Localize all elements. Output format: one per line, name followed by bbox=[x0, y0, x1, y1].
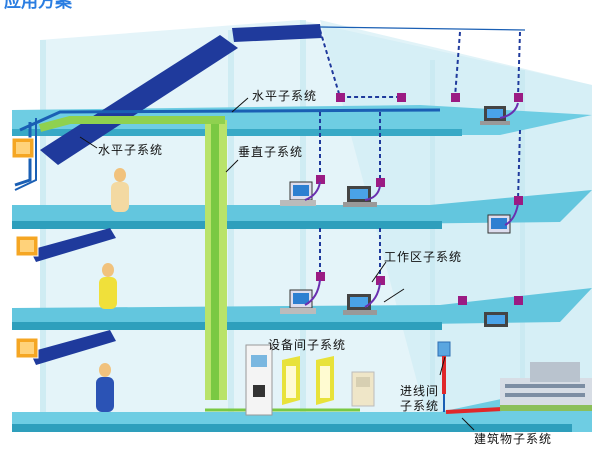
building-complex-icon bbox=[500, 362, 592, 411]
patch-cords bbox=[304, 102, 519, 308]
label-vertical-subsystem: 垂直子系统 bbox=[238, 145, 304, 159]
label-work-area-subsystem: 工作区子系统 bbox=[384, 250, 463, 264]
computers bbox=[280, 106, 511, 327]
label-building-complex-subsystem: 建筑物子系统 bbox=[474, 432, 553, 446]
annotation-arrows bbox=[79, 97, 475, 431]
floor-slab-ground bbox=[12, 392, 592, 432]
label-entrance-room-line1: 进线间 bbox=[400, 384, 440, 398]
label-entrance-room-line2: 子系统 bbox=[400, 399, 440, 413]
label-horizontal-subsystem-top: 水平子系统 bbox=[252, 89, 318, 103]
horizontal-duct bbox=[30, 24, 322, 365]
people bbox=[96, 168, 129, 412]
equipment-room bbox=[245, 344, 375, 416]
label-equipment-room-subsystem: 设备间子系统 bbox=[268, 338, 347, 352]
info-outlets bbox=[316, 93, 523, 305]
label-horizontal-subsystem-left: 水平子系统 bbox=[98, 143, 164, 157]
floor-distributors bbox=[11, 137, 39, 359]
page-title: 应用方案 bbox=[4, 0, 72, 12]
vertical-riser bbox=[38, 116, 360, 412]
